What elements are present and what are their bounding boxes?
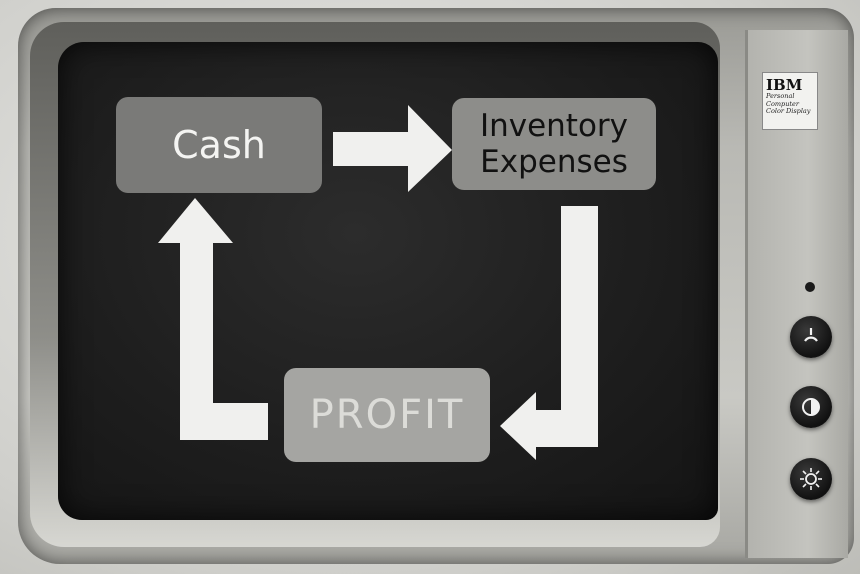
power-icon	[804, 328, 818, 342]
inventory-expenses-block: Inventory Expenses	[452, 98, 656, 190]
cash-block: Cash	[116, 97, 322, 193]
brand-subtitle-line-1: Personal	[766, 92, 795, 100]
arrow-cash-to-inventory	[333, 105, 452, 192]
brand-logo: IBM	[766, 76, 803, 94]
brand-badge: IBM Personal Computer Color Display	[762, 72, 818, 130]
expenses-label: Expenses	[480, 144, 628, 180]
inventory-label: Inventory	[479, 108, 629, 144]
profit-label: PROFIT	[309, 392, 465, 438]
brand-subtitle-line-3: Color Display	[766, 107, 811, 115]
arrow-expenses-to-profit	[500, 206, 598, 460]
brand-subtitle-line-2: Computer	[766, 99, 799, 108]
arrow-profit-to-cash	[158, 198, 268, 440]
power-knob[interactable]	[790, 316, 832, 358]
power-indicator-led	[805, 282, 815, 292]
brightness-knob[interactable]	[790, 458, 832, 500]
cash-label: Cash	[172, 123, 266, 167]
profit-block: PROFIT	[284, 368, 490, 462]
brightness-icon	[800, 468, 822, 490]
contrast-icon	[802, 398, 820, 416]
contrast-knob[interactable]	[790, 386, 832, 428]
